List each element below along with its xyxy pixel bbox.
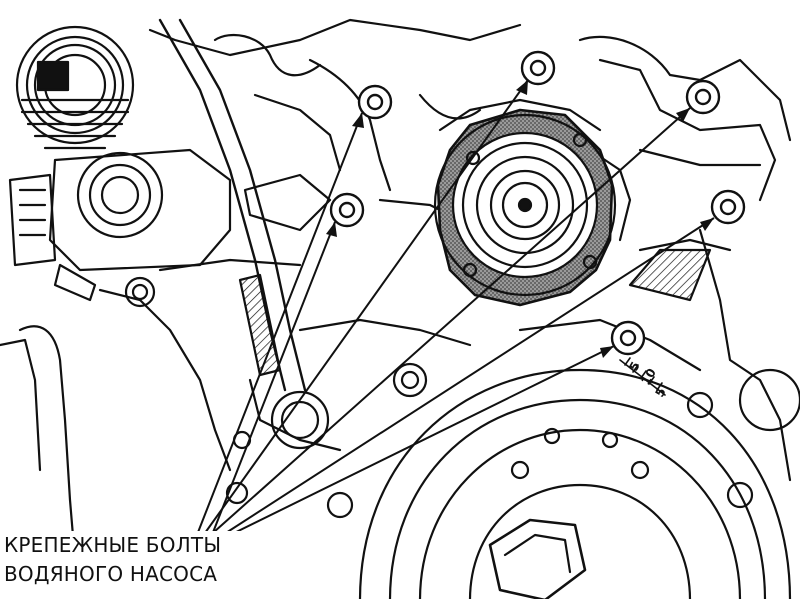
water-pump-pulley bbox=[433, 108, 617, 307]
tensioner-pulley bbox=[15, 25, 135, 150]
misc-fasteners bbox=[124, 276, 800, 519]
bolts-caption: КРЕПЕЖНЫЕ БОЛТЫ ВОДЯНОГО НАСОСА bbox=[4, 531, 254, 595]
bolt-icon bbox=[357, 84, 393, 120]
bolt-icon bbox=[520, 50, 556, 86]
caption-line-2: ВОДЯНОГО НАСОСА bbox=[4, 562, 218, 586]
leader-lines bbox=[194, 79, 715, 541]
leader-arrowheads bbox=[326, 80, 714, 358]
bolt-icon bbox=[610, 320, 646, 356]
tensioner-body bbox=[8, 148, 232, 302]
timing-scale bbox=[619, 357, 666, 396]
drive-belt bbox=[158, 18, 307, 392]
crankshaft-pulley bbox=[358, 368, 792, 599]
water-pump-bolts bbox=[329, 50, 746, 356]
bolt-icon bbox=[685, 79, 721, 115]
scale-label-a: 5 bbox=[626, 359, 642, 373]
bolt-icon bbox=[710, 189, 746, 225]
bolt-icon bbox=[329, 192, 365, 228]
scale-labels: 5 10 5 bbox=[626, 359, 668, 399]
caption-line-1: КРЕПЕЖНЫЕ БОЛТЫ bbox=[4, 533, 222, 557]
